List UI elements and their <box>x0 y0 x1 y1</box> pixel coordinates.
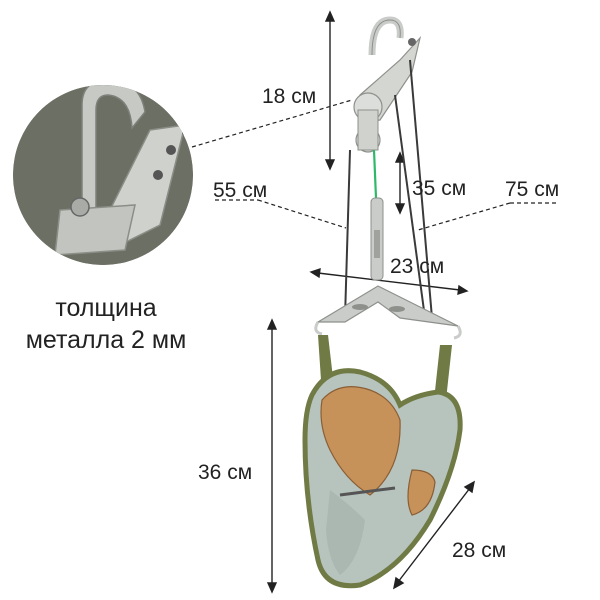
note-line-1: толщина <box>55 294 157 322</box>
green-cord <box>372 149 378 199</box>
dimension-label-sling-width: 28 см <box>452 539 507 562</box>
top-hook <box>368 16 404 56</box>
inset-rivet <box>70 197 90 217</box>
inset-hook <box>81 85 146 211</box>
dimension-label-pulley-gap: 35 см <box>412 177 467 200</box>
dimension-label-top-height: 18 см <box>262 85 317 108</box>
dimension-label-bar-width: 23 см <box>390 255 445 278</box>
note-line-2: металла 2 мм <box>25 326 187 354</box>
pulley-assembly <box>353 16 422 153</box>
callout-lines <box>191 99 558 231</box>
sling-pad <box>320 386 401 496</box>
dimension-label-left-cord: 55 см <box>213 179 268 202</box>
inset-rivet <box>153 170 163 180</box>
spreader-bar <box>314 285 462 340</box>
cords <box>344 59 433 319</box>
neck-sling <box>302 335 463 589</box>
dimension-arrows <box>266 10 475 594</box>
turnbuckle <box>370 197 384 281</box>
dimension-label-sling-height: 36 см <box>198 461 253 484</box>
metal-closeup-inset <box>13 85 193 265</box>
dimension-label-right-cord: 75 см <box>505 178 560 201</box>
metal-thickness-note: толщина металла 2 мм <box>6 292 206 356</box>
inset-rivet <box>166 145 176 155</box>
